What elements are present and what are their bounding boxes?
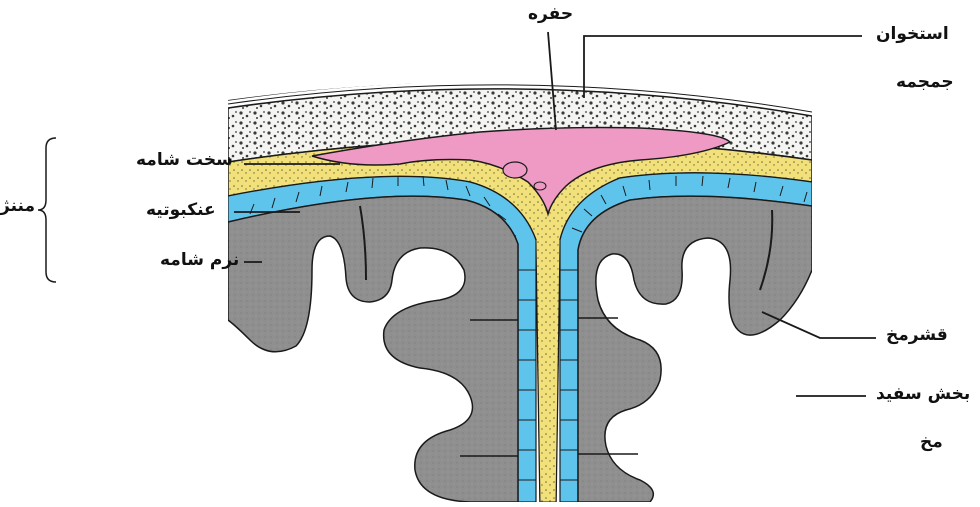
label-dura-mater: سخت شامه bbox=[136, 152, 233, 169]
label-arachnoid: عنکبوتیه bbox=[146, 202, 216, 219]
vessel-1 bbox=[503, 162, 527, 178]
meninges-brace bbox=[38, 138, 56, 282]
label-white-matter-line2: مخ bbox=[920, 434, 943, 451]
label-white-matter-line1: بخش سفید bbox=[876, 386, 970, 403]
label-cortex: قشرمخ bbox=[886, 327, 948, 344]
vessel-2 bbox=[534, 182, 546, 190]
label-pia-mater: نرم شامه bbox=[160, 252, 239, 269]
label-pit: حفره bbox=[528, 6, 573, 23]
label-skull-bone-line2: جمجمه bbox=[896, 74, 954, 91]
falx bbox=[536, 240, 560, 502]
label-meninges: مننژ bbox=[0, 198, 35, 215]
label-skull-bone-line1: استخوان bbox=[876, 26, 949, 43]
